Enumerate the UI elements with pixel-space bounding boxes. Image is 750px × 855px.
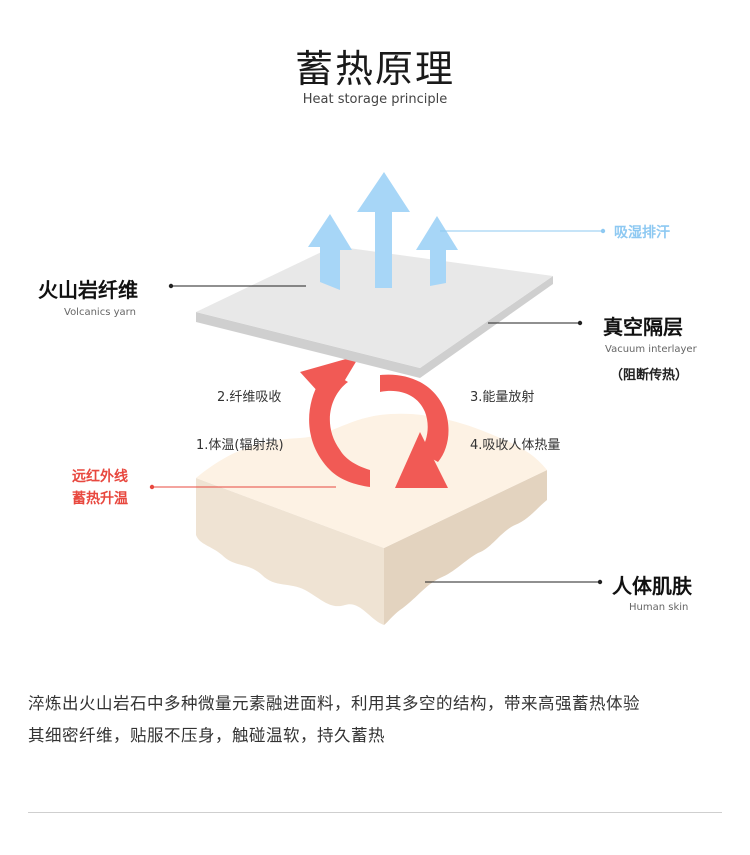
page-subtitle: Heat storage principle: [302, 92, 448, 107]
leader-dot-infrared: [149, 484, 155, 490]
label-vacuum-cn: 真空隔层: [603, 315, 683, 339]
cycle-arrow-icon: [309, 370, 370, 487]
leader-dot-skin: [597, 579, 603, 585]
label-moisture: 吸湿排汗: [614, 225, 670, 241]
moisture-arrows: [308, 172, 458, 290]
step-1-label: 1.体温(辐射热): [196, 438, 284, 453]
heat-cycle: [300, 355, 449, 488]
label-vacuum-en: Vacuum interlayer: [605, 344, 697, 355]
cycle-arrowhead-left: [300, 355, 360, 405]
description-line-2: 其细密纤维，贴服不压身，触碰温软，持久蓄热: [28, 726, 385, 745]
label-skin-cn: 人体肌肤: [612, 574, 692, 598]
step-3-label: 3.能量放射: [470, 390, 535, 405]
leader-dot-moisture: [600, 228, 606, 234]
step-2-label: 2.纤维吸收: [217, 390, 282, 405]
label-vacuum-note: （阻断传热）: [610, 368, 689, 383]
bottom-divider: [28, 812, 722, 813]
skin-right-face: [384, 470, 547, 625]
up-arrow-icon: [308, 214, 352, 290]
leader-dot-volcanic: [168, 283, 174, 289]
page-title: 蓄热原理: [294, 47, 455, 91]
label-infrared-line1: 远红外线: [72, 469, 128, 485]
leader-dot-vacuum: [577, 320, 583, 326]
skin-top-face: [196, 413, 547, 548]
skin-block: [196, 413, 547, 625]
label-infrared-line2: 蓄热升温: [72, 491, 128, 507]
up-arrow-icon: [416, 216, 458, 286]
step-4-label: 4.吸收人体热量: [470, 438, 561, 453]
skin-left-face: [196, 478, 384, 625]
fiber-layer: [196, 246, 553, 378]
label-volcanic-cn: 火山岩纤维: [38, 278, 138, 302]
cycle-arrow-icon: [380, 374, 449, 462]
up-arrow-icon: [357, 172, 410, 288]
layer-front-edge: [196, 276, 553, 378]
description-line-1: 淬炼出火山岩石中多种微量元素融进面料，利用其多空的结构，带来高强蓄热体验: [28, 694, 640, 713]
cycle-arrowhead-right: [395, 432, 448, 488]
label-volcanic-en: Volcanics yarn: [64, 307, 136, 318]
layer-top-face: [196, 246, 553, 368]
label-skin-en: Human skin: [629, 602, 689, 613]
